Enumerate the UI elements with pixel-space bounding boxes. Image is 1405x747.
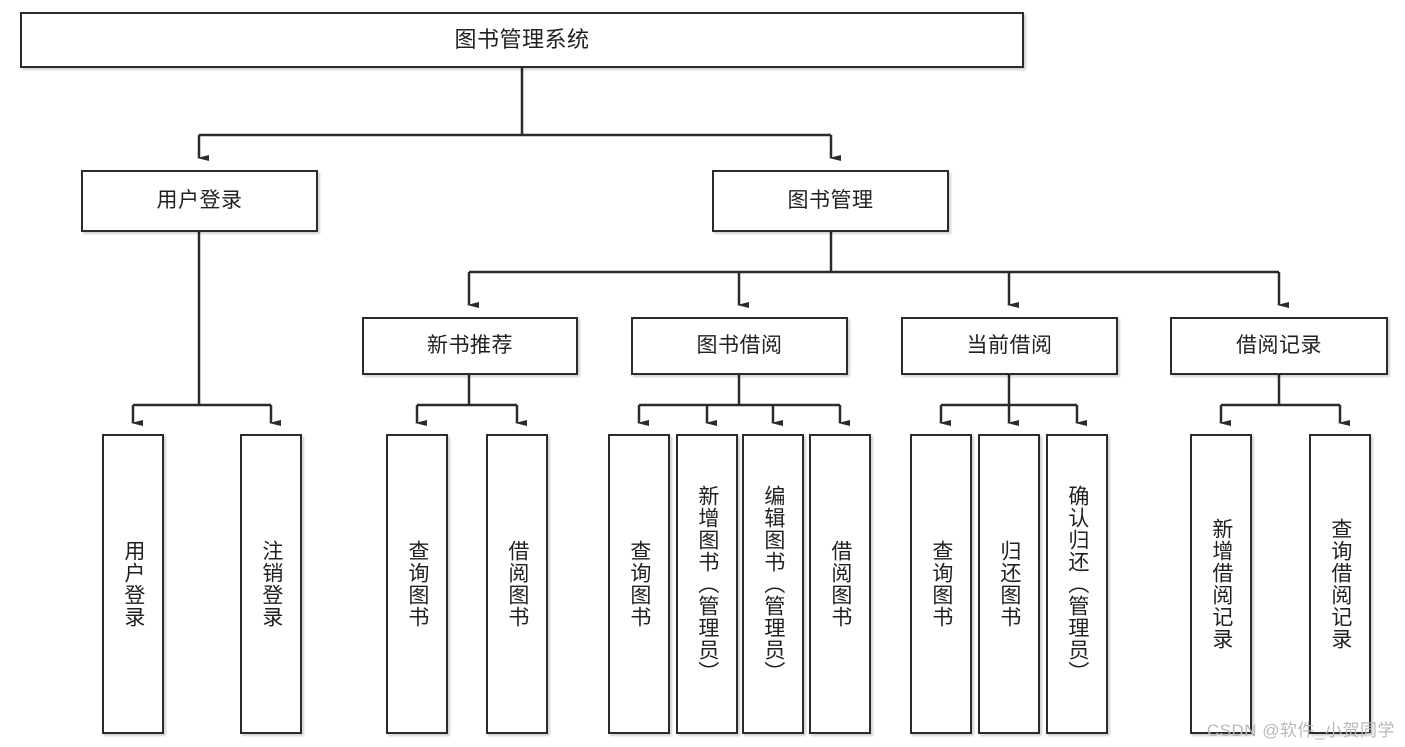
leaf-label: 编辑图书（管理员）: [761, 485, 785, 683]
watermark-text: CSDN @软件_小贺同学: [1206, 721, 1395, 740]
leaf-label: 新增借阅记录: [1209, 518, 1233, 650]
leaf-add-book-admin[interactable]: 新增图书（管理员）: [676, 434, 738, 734]
leaf-label: 新增图书（管理员）: [695, 485, 719, 683]
leaf-query-borrow-record[interactable]: 查询借阅记录: [1309, 434, 1371, 734]
leaf-label: 借阅图书: [505, 540, 529, 628]
node-new-book-recommend[interactable]: 新书推荐: [362, 317, 578, 375]
leaf-label: 查询借阅记录: [1328, 518, 1352, 650]
node-root-system[interactable]: 图书管理系统: [20, 12, 1024, 68]
node-label: 当前借阅: [966, 333, 1053, 357]
leaf-confirm-return-admin[interactable]: 确认归还（管理员）: [1046, 434, 1108, 734]
leaf-label: 注销登录: [259, 540, 283, 628]
leaf-logout[interactable]: 注销登录: [240, 434, 302, 734]
node-label: 图书管理: [787, 188, 874, 212]
leaf-query-book-borrow[interactable]: 查询图书: [608, 434, 670, 734]
leaf-query-book-current[interactable]: 查询图书: [910, 434, 972, 734]
node-label: 新书推荐: [427, 333, 513, 357]
node-current-borrow[interactable]: 当前借阅: [901, 317, 1118, 375]
node-label: 用户登录: [156, 188, 243, 212]
leaf-label: 归还图书: [997, 540, 1021, 628]
leaf-borrow-book[interactable]: 借阅图书: [809, 434, 871, 734]
leaf-query-book-new[interactable]: 查询图书: [386, 434, 448, 734]
leaf-return-book[interactable]: 归还图书: [978, 434, 1040, 734]
leaf-label: 用户登录: [121, 540, 145, 628]
node-label: 图书借阅: [696, 333, 783, 357]
leaf-label: 借阅图书: [828, 540, 852, 628]
node-book-management[interactable]: 图书管理: [712, 170, 949, 232]
node-label: 图书管理系统: [454, 27, 590, 53]
leaf-label: 确认归还（管理员）: [1065, 485, 1089, 683]
leaf-edit-book-admin[interactable]: 编辑图书（管理员）: [742, 434, 804, 734]
node-book-borrow[interactable]: 图书借阅: [631, 317, 848, 375]
leaf-label: 查询图书: [405, 540, 429, 628]
leaf-label: 查询图书: [929, 540, 953, 628]
leaf-add-borrow-record[interactable]: 新增借阅记录: [1190, 434, 1252, 734]
leaf-borrow-book-new[interactable]: 借阅图书: [486, 434, 548, 734]
leaf-label: 查询图书: [627, 540, 651, 628]
leaf-user-login[interactable]: 用户登录: [102, 434, 164, 734]
node-borrow-record[interactable]: 借阅记录: [1170, 317, 1388, 375]
node-user-login[interactable]: 用户登录: [81, 170, 318, 232]
node-label: 借阅记录: [1236, 333, 1322, 357]
